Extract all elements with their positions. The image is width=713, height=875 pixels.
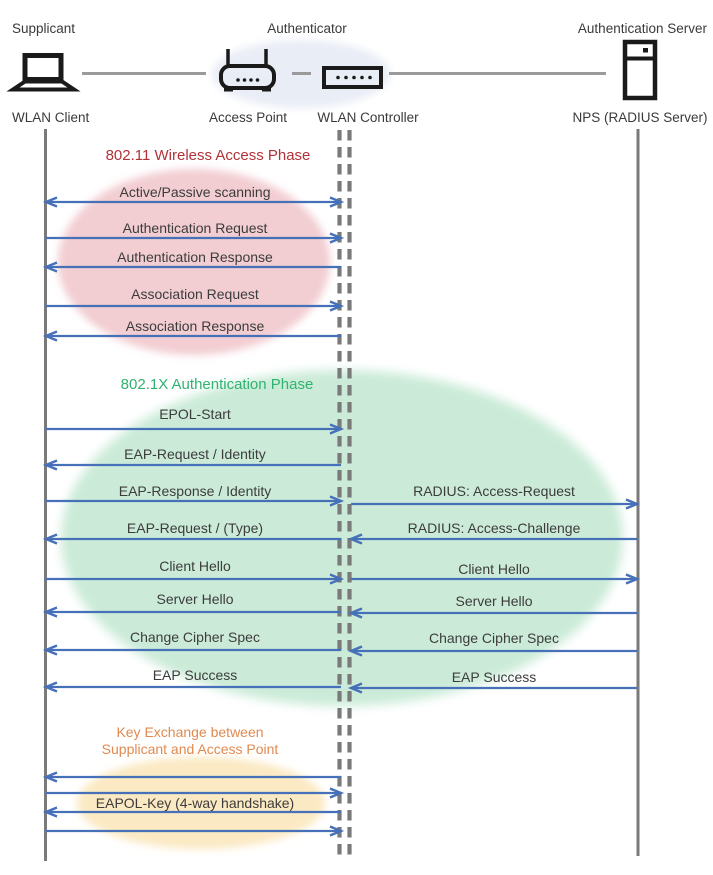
message-label: Server Hello (156, 591, 234, 607)
arrowhead-icon (42, 806, 58, 818)
role-authenticator: Authenticator (267, 21, 347, 36)
node-wlan-client: WLAN Client (12, 110, 90, 125)
role-supplicant: Supplicant (12, 21, 76, 36)
arrowhead-icon (329, 787, 345, 799)
arrowhead-icon (329, 423, 345, 435)
arrowhead-icon (42, 644, 58, 656)
message-label: Association Request (131, 286, 259, 302)
arrowhead-icon (329, 232, 345, 244)
arrowhead-icon (625, 573, 641, 585)
message-label: RADIUS: Access-Challenge (407, 520, 581, 536)
laptop-icon (6, 53, 81, 92)
phase3-title-line2: Supplicant and Access Point (101, 741, 279, 757)
message-label: EAP-Request / (Type) (126, 520, 264, 536)
message-label: EAPOL-Key (4-way handshake) (95, 795, 295, 811)
node-access-point: Access Point (208, 110, 288, 125)
arrowhead-icon (42, 330, 58, 342)
wlan-controller-icon (322, 66, 383, 89)
arrowhead-icon (329, 495, 345, 507)
message-arrows (42, 196, 641, 837)
message-label: Client Hello (159, 558, 231, 574)
arrowhead-icon (347, 533, 363, 545)
message-label: RADIUS: Access-Request (413, 483, 575, 499)
phase2-ellipse (61, 370, 623, 706)
arrowhead-icon (625, 498, 641, 510)
message-label: Association Response (125, 318, 265, 334)
authenticator-lifeline-dashed (337, 130, 352, 856)
message-label: Change Cipher Spec (130, 629, 260, 645)
message-label: EAP-Response / Identity (118, 483, 272, 499)
arrowhead-icon (42, 606, 58, 618)
arrowhead-icon (42, 681, 58, 693)
arrowhead-icon (42, 533, 58, 545)
arrowhead-icon (42, 459, 58, 471)
arrowhead-icon (329, 825, 345, 837)
message-label: Change Cipher Spec (429, 630, 559, 646)
message-label: Server Hello (455, 593, 533, 609)
phase3-title-line1: Key Exchange between (116, 724, 264, 740)
arrowhead-icon (347, 682, 363, 694)
node-wlan-controller: WLAN Controller (317, 110, 419, 125)
phase3-ellipse (77, 757, 325, 849)
arrowhead-icon (42, 771, 58, 783)
arrowhead-icon (347, 645, 363, 657)
message-label: Authentication Request (122, 220, 268, 236)
server-icon (622, 39, 658, 101)
message-label: Authentication Response (117, 249, 273, 265)
node-nps-server: NPS (RADIUS Server) (572, 110, 708, 125)
phase1-title: 802.11 Wireless Access Phase (105, 147, 311, 164)
arrowhead-icon (42, 196, 58, 208)
message-label: Active/Passive scanning (119, 184, 271, 200)
phase1-ellipse (58, 169, 330, 355)
arrowhead-icon (329, 573, 345, 585)
role-auth-server: Authentication Server (577, 21, 707, 36)
phase2-title: 802.1X Authentication Phase (120, 376, 314, 393)
arrowhead-icon (42, 261, 58, 273)
message-label: EAP-Request / Identity (124, 446, 266, 462)
message-label: EPOL-Start (159, 406, 231, 422)
arrowhead-icon (347, 607, 363, 619)
message-label: EAP Success (451, 669, 537, 685)
message-label: EAP Success (152, 667, 238, 683)
message-label: Client Hello (458, 561, 530, 577)
arrowhead-icon (329, 196, 345, 208)
access-point-icon (219, 49, 276, 92)
arrowhead-icon (329, 300, 345, 312)
